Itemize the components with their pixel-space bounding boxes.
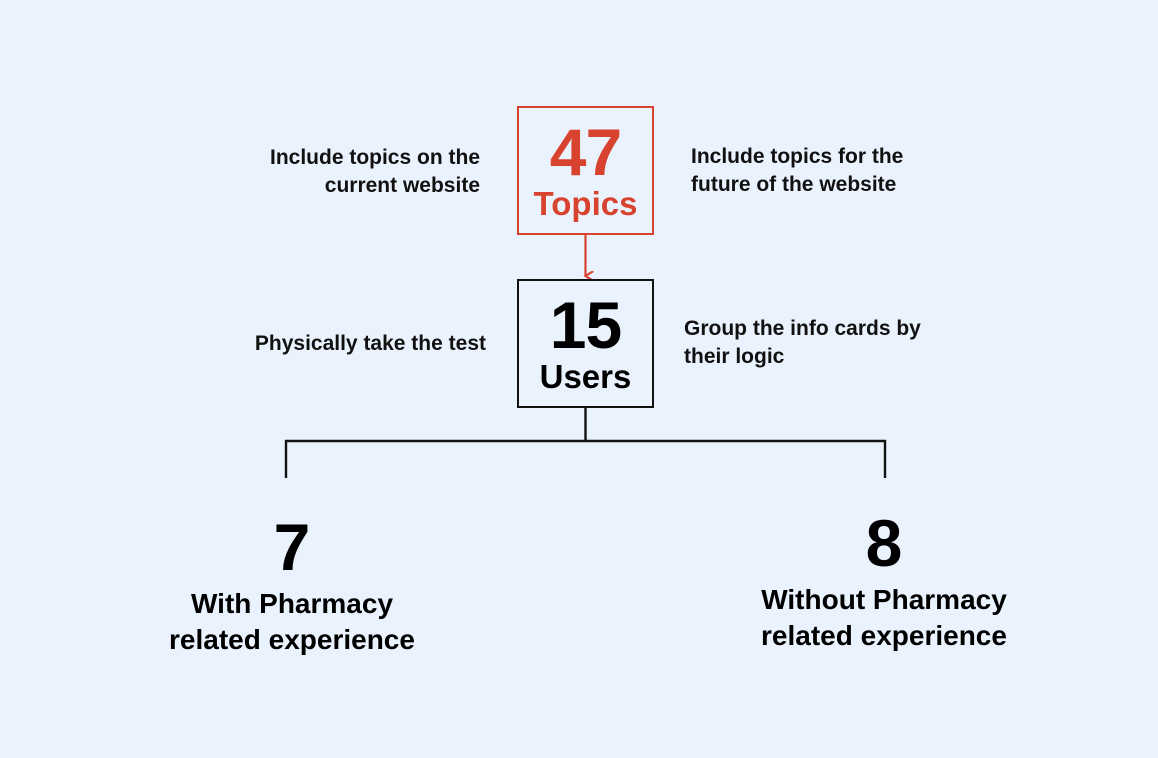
group-with-experience-line-1: With Pharmacy — [190, 588, 394, 619]
group-without-experience-count: 8 — [865, 506, 903, 580]
users-note-right: Group the info cards by their logic — [684, 315, 984, 371]
users-note-right-line-1: Group the info cards by — [684, 317, 921, 340]
topics-note-right: Include topics for the future of the web… — [691, 143, 991, 199]
users-note-left: Physically take the test — [180, 330, 486, 358]
topics-label: Topics — [533, 184, 638, 222]
group-with-experience-count: 7 — [273, 510, 311, 584]
users-note-left-line-1: Physically take the test — [254, 332, 486, 355]
topics-note-right-line-1: Include topics for the — [691, 145, 904, 168]
topics-note-left-line-1: Include topics on the — [269, 146, 480, 169]
users-count: 15 — [549, 287, 622, 362]
users-box: 15 Users — [517, 279, 654, 408]
topics-count: 47 — [549, 114, 622, 189]
group-without-experience-line-1: Without Pharmacy — [761, 584, 1007, 615]
group-with-experience: 7 With Pharmacy related experience — [142, 512, 442, 658]
group-without-experience: 8 Without Pharmacy related experience — [724, 508, 1044, 654]
group-without-experience-line-2: related experience — [761, 620, 1007, 651]
topics-note-right-line-2: future of the website — [691, 173, 897, 196]
group-with-experience-line-2: related experience — [169, 624, 415, 655]
group-without-experience-description: Without Pharmacy related experience — [724, 582, 1044, 654]
users-label: Users — [539, 357, 632, 395]
users-note-right-line-2: their logic — [684, 345, 785, 368]
topics-note-left-line-2: current website — [324, 174, 480, 197]
topics-note-left: Include topics on the current website — [200, 144, 480, 200]
topics-box: 47 Topics — [517, 106, 654, 235]
group-with-experience-description: With Pharmacy related experience — [142, 586, 442, 658]
